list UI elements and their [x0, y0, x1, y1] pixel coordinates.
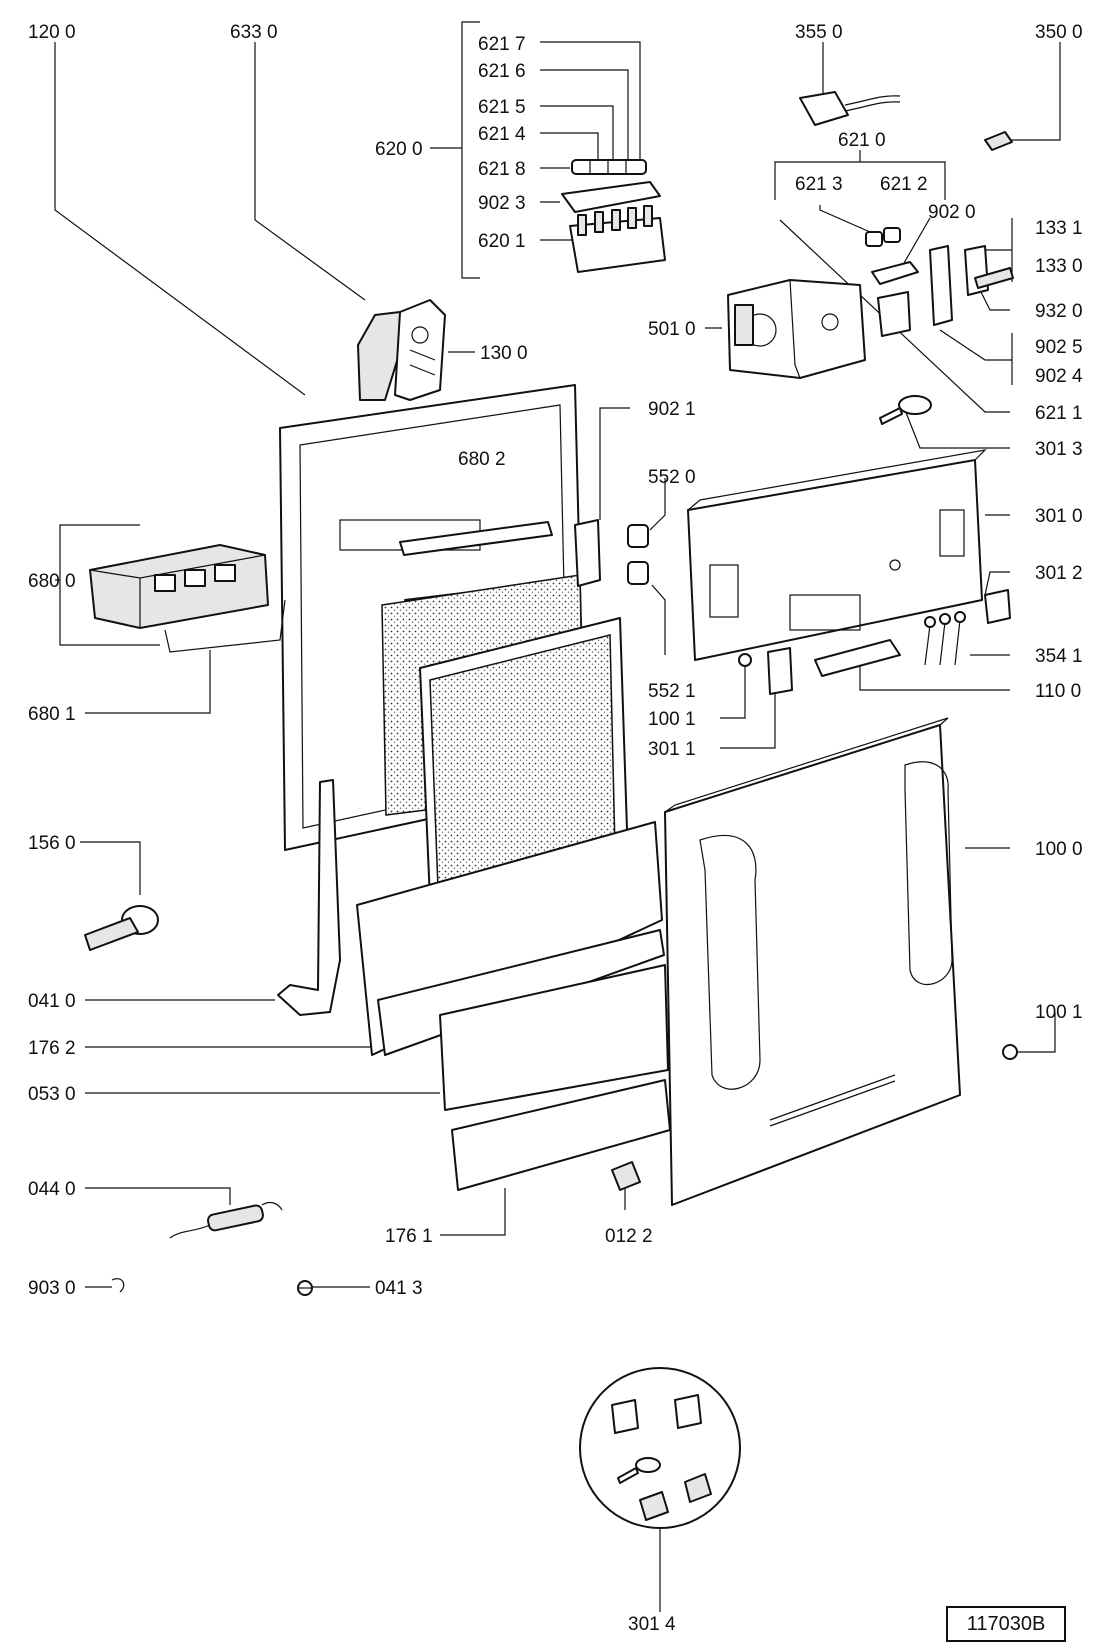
label-133-1: 133 1: [1035, 218, 1083, 239]
parts: [84, 91, 1018, 1529]
label-902-3: 902 3: [478, 193, 526, 214]
wire-clip: [111, 1278, 125, 1293]
label-621-3: 621 3: [795, 174, 843, 195]
label-100-0: 100 0: [1035, 839, 1083, 860]
label-621-5: 621 5: [478, 97, 526, 118]
label-355-0: 355 0: [795, 22, 843, 43]
panel-cover-right: [984, 589, 1011, 624]
label-902-5: 902 5: [1035, 337, 1083, 358]
control-panel: [687, 449, 987, 661]
hinge-bracket: [357, 299, 446, 401]
module-cable: [164, 599, 286, 653]
label-110-0: 110 0: [1035, 681, 1081, 702]
label-621-6: 621 6: [478, 61, 526, 82]
small-label-part: [984, 131, 1013, 151]
label-621-4: 621 4: [478, 124, 526, 145]
key: [879, 395, 932, 425]
rail-channel: [439, 964, 669, 1111]
switch-block: [561, 159, 666, 273]
latch-upper: [627, 524, 649, 548]
small-clamp: [84, 905, 159, 951]
outer-door-panel: [664, 717, 961, 1206]
label-100-1-upper: 100 1: [648, 709, 696, 730]
label-053-0: 053 0: [28, 1084, 76, 1105]
label-301-2: 301 2: [1035, 563, 1083, 584]
label-133-0: 133 0: [1035, 256, 1083, 277]
label-156-0: 156 0: [28, 833, 76, 854]
label-620-0: 620 0: [375, 139, 423, 160]
part-labels: 120 0 633 0 621 7 621 6 621 5 621 4 620 …: [28, 22, 1083, 1635]
handle-bracket: [964, 245, 989, 296]
power-connector: [799, 91, 901, 126]
small-clip: [611, 1161, 641, 1191]
label-902-0: 902 0: [928, 202, 976, 223]
label-301-3: 301 3: [1035, 439, 1083, 460]
wire-set: [924, 611, 966, 666]
label-176-1: 176 1: [385, 1226, 433, 1247]
label-621-8: 621 8: [478, 159, 526, 180]
label-354-1: 354 1: [1035, 646, 1083, 667]
label-633-0: 633 0: [230, 22, 278, 43]
label-932-0: 932 0: [1035, 301, 1083, 322]
reference-code-box: 117030B: [946, 1606, 1066, 1642]
label-552-0: 552 0: [648, 467, 696, 488]
label-012-2: 012 2: [605, 1226, 653, 1247]
label-176-2: 176 2: [28, 1038, 76, 1059]
door-handle: [814, 639, 901, 677]
label-620-1: 620 1: [478, 231, 526, 252]
timer-unit: [727, 279, 866, 379]
switch-body: [877, 291, 911, 337]
hinge-arm: [277, 779, 341, 1016]
screw: [297, 1280, 313, 1296]
tension-spring: [169, 1201, 283, 1239]
label-301-1: 301 1: [648, 739, 696, 760]
label-552-1: 552 1: [648, 681, 696, 702]
label-903-0: 903 0: [28, 1278, 76, 1299]
label-902-1: 902 1: [648, 399, 696, 420]
latch-bracket: [574, 519, 601, 587]
accessory-kit-circle: [579, 1367, 741, 1529]
latch-lower: [627, 561, 649, 585]
label-501-0: 501 0: [648, 319, 696, 340]
label-621-1: 621 1: [1035, 403, 1083, 424]
panel-cover-left: [767, 647, 793, 695]
small-knob: [738, 653, 752, 667]
small-knob-lower: [1002, 1044, 1018, 1060]
switch-frame: [929, 245, 953, 326]
label-301-0: 301 0: [1035, 506, 1083, 527]
label-041-3: 041 3: [375, 1278, 423, 1299]
mounting-bar-upper: [399, 521, 553, 556]
label-621-7: 621 7: [478, 34, 526, 55]
label-902-4: 902 4: [1035, 366, 1083, 387]
small-button-a: [865, 231, 883, 247]
control-module: [89, 544, 269, 629]
label-680-2: 680 2: [458, 449, 506, 470]
spring-rod: [974, 267, 1014, 289]
leader-lines: [54, 21, 1061, 1612]
label-041-0: 041 0: [28, 991, 76, 1012]
label-130-0: 130 0: [480, 343, 528, 364]
switch-bracket: [871, 261, 919, 285]
label-350-0: 350 0: [1035, 22, 1083, 43]
small-button-b: [883, 227, 901, 243]
label-680-0: 680 0: [28, 571, 76, 592]
label-100-1-lower: 100 1: [1035, 1002, 1083, 1023]
label-301-4: 301 4: [628, 1614, 676, 1635]
label-621-0: 621 0: [838, 130, 886, 151]
label-680-1: 680 1: [28, 704, 76, 725]
label-044-0: 044 0: [28, 1179, 76, 1200]
label-120-0: 120 0: [28, 22, 76, 43]
label-621-2: 621 2: [880, 174, 928, 195]
bottom-rail-lower: [451, 1079, 671, 1191]
